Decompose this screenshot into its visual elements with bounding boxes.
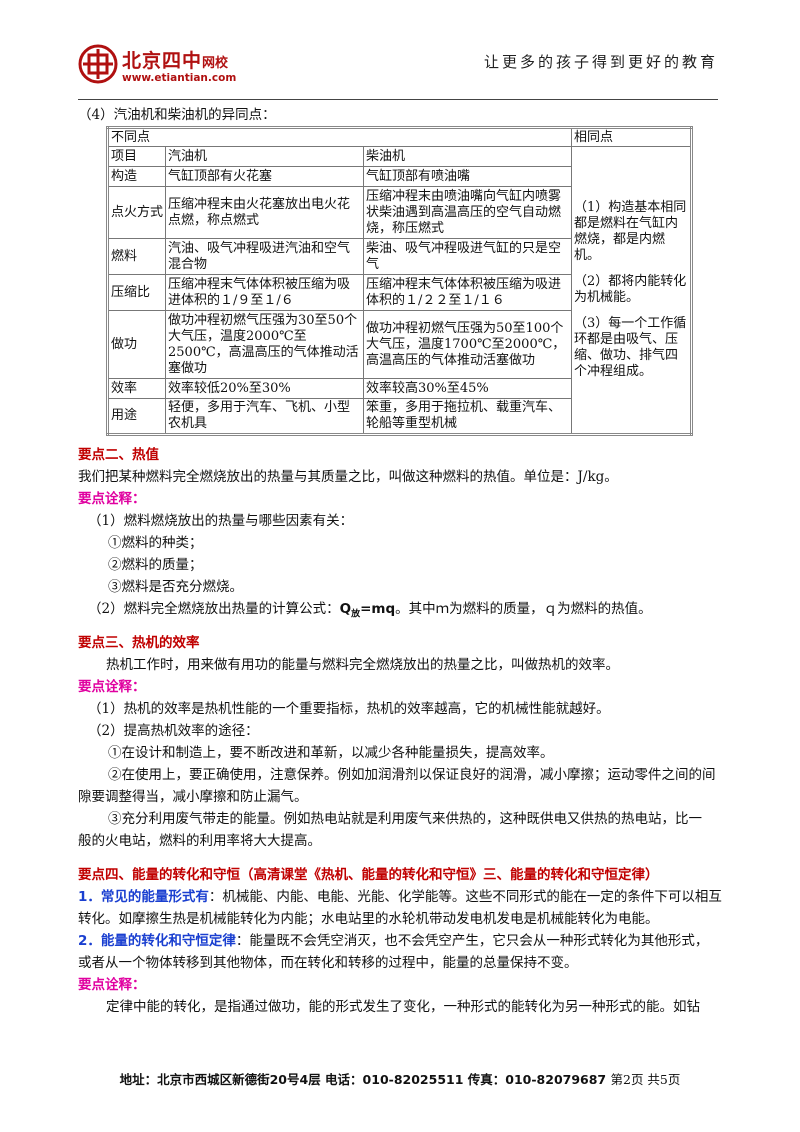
heading-p3: 要点三、热机的效率 (78, 635, 200, 651)
same-point: （3）每一个工作循环都是由吸气、压缩、做功、排气四个冲程组成。 (574, 316, 687, 379)
row-diesel: 做功冲程初燃气压强为50至100个大气压，温度1700℃至2000℃，高温高压的… (362, 310, 573, 379)
p2-note-1: （1）燃料燃烧放出的热量与哪些因素有关： (88, 513, 354, 529)
row-diesel: 压缩冲程末气体体积被压缩为吸进体积的１/２２至１/１６ (362, 274, 573, 311)
table-row: 点火方式 压缩冲程末由火花塞放出电火花点燃，称点燃式 压缩冲程末由喷油嘴向气缸内… (107, 186, 692, 239)
slogan: 让更多的孩子得到更好的教育 (483, 53, 718, 71)
page-footer: 地址：北京市西城区新德街20号4层 电话：010-82025511 传真：010… (0, 1069, 800, 1088)
row-diesel: 柴油、吸气冲程吸进气缸的只是空气 (362, 238, 573, 275)
p3-note-2: （2）提高热机效率的途径： (88, 723, 259, 739)
p2-note-1b: ②燃料的质量； (108, 557, 203, 573)
row-gas: 气缸顶部有火花塞 (165, 166, 364, 187)
comparison-section: （4）汽油机和柴油机的异同点： 不同点 相同点 项目 汽油机 柴油机 （1）构造… (78, 104, 718, 444)
row-gas: 轻便，多用于汽车、飞机、小型农机具 (165, 398, 364, 435)
p4-note-text: 定律中能的转化，是指通过做功，能的形式发生了变化，一种形式的能转化为另一种形式的… (106, 999, 700, 1015)
row-gas: 压缩冲程末由火花塞放出电火花点燃，称点燃式 (165, 186, 364, 239)
row-item: 点火方式 (107, 186, 166, 239)
p3-note-2b: ②在使用上，要正确使用，注意保养。例如加润滑剂以保证良好的润滑，减小摩擦；运动零… (108, 767, 716, 783)
logo: 北京四中网校 www.etiantian.com (78, 42, 258, 94)
heading-p4: 要点四、能量的转化和守恒（高清课堂《热机、能量的转化和守恒》三、能量的转化和守恒… (78, 867, 659, 883)
p4-note-title: 要点诠释： (78, 977, 146, 993)
row-gas: 效率较低20%至30% (165, 378, 364, 399)
row-diesel: 效率较高30%至45% (362, 378, 573, 399)
p3-note-title: 要点诠释： (78, 679, 146, 695)
p4-item-2: 2．能量的转化和守恒定律：能量既不会凭空消灭，也不会凭空产生，它只会从一种形式转… (78, 933, 709, 949)
p2-note-1c: ③燃料是否充分燃烧。 (108, 579, 243, 595)
p3-note-2c: ③充分利用废气带走的能量。例如热电站就是利用废气来供热的，这种既供电又供热的热电… (108, 811, 702, 827)
col-item: 项目 (107, 146, 166, 167)
same-point: （1）构造基本相同都是燃料在气缸内燃烧，都是内燃机。 (574, 200, 687, 263)
row-item: 压缩比 (107, 274, 166, 311)
section-title: （4）汽油机和柴油机的异同点： (78, 107, 276, 123)
heat-formula: Q放=mq (339, 601, 396, 620)
col-gas: 汽油机 (165, 146, 364, 167)
p4-item-2-cont: 或者从一个物体转移到其他物体，而在转化和转移的过程中，能量的总量保持不变。 (78, 955, 578, 971)
row-diesel: 气缸顶部有喷油嘴 (362, 166, 573, 187)
p2-note-2: （2）燃料完全燃烧放出热量的计算公式：Q放=mq。其中ｍ为燃料的质量，ｑ为燃料的… (88, 601, 652, 620)
p3-definition: 热机工作时，用来做有用功的能量与燃料完全燃烧放出的热量之比，叫做热机的效率。 (106, 657, 619, 673)
row-item: 效率 (107, 378, 166, 399)
row-item: 构造 (107, 166, 166, 187)
row-item: 用途 (107, 398, 166, 435)
row-gas: 压缩冲程末气体体积被压缩为吸进体积的１/９至１/６ (165, 274, 364, 311)
p2-definition: 我们把某种燃料完全燃烧放出的热量与其质量之比，叫做这种燃料的热值。单位是：J/k… (78, 469, 618, 485)
logo-text: 北京四中网校 (122, 50, 229, 72)
p3-note-1: （1）热机的效率是热机性能的一个重要指标，热机的效率越高，它的机械性能就越好。 (88, 701, 610, 717)
p2-note-title: 要点诠释： (78, 491, 146, 507)
row-diesel: 笨重，多用于拖拉机、载重汽车、轮船等重型机械 (362, 398, 573, 435)
table-row: 压缩比 压缩冲程末气体体积被压缩为吸进体积的１/９至１/６ 压缩冲程末气体体积被… (107, 274, 692, 311)
page-content: （4）汽油机和柴油机的异同点： 不同点 相同点 项目 汽油机 柴油机 （1）构造… (78, 104, 722, 1018)
row-diesel: 压缩冲程末由喷油嘴向气缸内喷雾状柴油遇到高温高压的空气自动燃烧，称压燃式 (362, 186, 573, 239)
table-row: 燃料 汽油、吸气冲程吸进汽油和空气混合物 柴油、吸气冲程吸进气缸的只是空气 (107, 238, 692, 275)
table-row: 用途 轻便，多用于汽车、飞机、小型农机具 笨重，多用于拖拉机、载重汽车、轮船等重… (107, 398, 692, 435)
page-number: 第2页 共5页 (610, 1072, 681, 1087)
footer-address: 地址：北京市西城区新德街20号4层 电话：010-82025511 传真：010… (119, 1072, 607, 1087)
p3-note-2b-cont: 隙要调整得当，减小摩擦和防止漏气。 (78, 789, 308, 805)
logo-url: www.etiantian.com (122, 72, 237, 84)
table-row: 做功 做功冲程初燃气压强为30至50个大气压，温度2000℃至2500℃，高温高… (107, 310, 692, 379)
header-rule (78, 99, 718, 100)
p3-note-2c-cont: 般的火电站，燃料的利用率将大大提高。 (78, 833, 321, 849)
same-header: 相同点 (571, 127, 693, 147)
col-diesel: 柴油机 (362, 146, 573, 167)
p4-item-1: 1．常见的能量形式有：机械能、内能、电能、光能、化学能等。这些不同形式的能在一定… (78, 889, 722, 905)
row-item: 燃料 (107, 238, 166, 275)
p2-note-1a: ①燃料的种类； (108, 535, 203, 551)
row-gas: 做功冲程初燃气压强为30至50个大气压，温度2000℃至2500℃，高温高压的气… (165, 310, 364, 379)
row-item: 做功 (107, 310, 166, 379)
comparison-table: 不同点 相同点 项目 汽油机 柴油机 （1）构造基本相同都是燃料在气缸内燃烧，都… (106, 126, 694, 436)
p3-note-2a: ①在设计和制造上，要不断改进和革新，以减少各种能量损失，提高效率。 (108, 745, 554, 761)
page-header: 北京四中网校 www.etiantian.com 让更多的孩子得到更好的教育 (0, 0, 800, 100)
heading-p2: 要点二、热值 (78, 447, 159, 463)
p4-item-1-cont: 转化。如摩擦生热是机械能转化为内能；水电站里的水轮机带动发电机发电是机械能转化为… (78, 911, 659, 927)
same-point: （2）都将内能转化为机械能。 (574, 274, 687, 305)
row-gas: 汽油、吸气冲程吸进汽油和空气混合物 (165, 238, 364, 275)
same-points-cell: （1）构造基本相同都是燃料在气缸内燃烧，都是内燃机。 （2）都将内能转化为机械能… (571, 146, 693, 435)
table-row: 效率 效率较低20%至30% 效率较高30%至45% (107, 378, 692, 399)
diff-header: 不同点 (106, 127, 573, 147)
logo-emblem-icon (78, 44, 118, 84)
